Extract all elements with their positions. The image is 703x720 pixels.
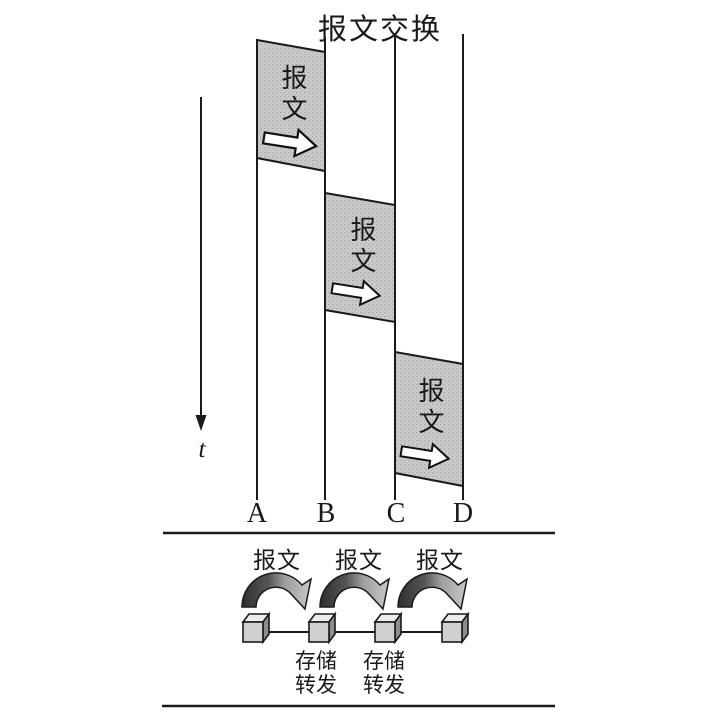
node-cube-1 [242,613,270,643]
hop-arrow-icon-1 [241,572,312,610]
message-label-2: 报文 [347,216,376,278]
time-axis-label: t [198,436,206,463]
store-label-line2: 转发 [295,673,337,697]
node-cube-3 [374,613,402,643]
message-label-3: 报文 [415,377,444,439]
node-label-c: C [386,498,406,529]
hop-message-label-3: 报文 [416,548,464,573]
store-label-line1: 存储 [363,649,405,673]
node-cube-2 [308,613,336,643]
message-label-1: 报文 [278,64,307,126]
node-cube-4 [441,613,469,643]
store-forward-label-1: 存储 转发 [295,649,337,697]
node-label-d: D [452,498,474,529]
store-label-line1: 存储 [295,649,337,673]
node-label-b: B [316,498,336,529]
store-label-line2: 转发 [363,673,405,697]
hop-arrow-icon-2 [319,572,390,610]
figure-title: 报文交换 [317,14,443,46]
store-forward-label-2: 存储 转发 [363,649,405,697]
hop-message-label-2: 报文 [335,548,383,573]
node-label-a: A [246,498,268,529]
hop-arrow-icon-3 [397,572,468,610]
hop-message-label-1: 报文 [253,548,301,573]
time-axis-arrowhead-icon [195,415,207,431]
